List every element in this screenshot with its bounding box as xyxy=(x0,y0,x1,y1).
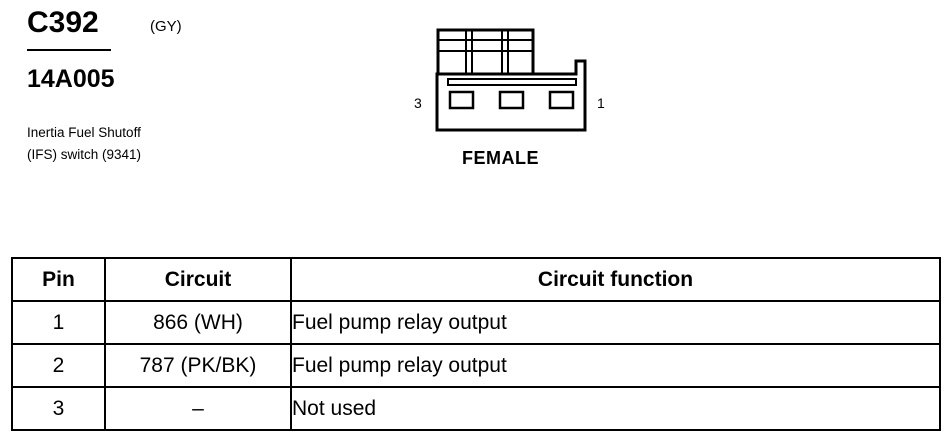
cavity-3 xyxy=(448,90,475,110)
cavity-1 xyxy=(548,90,575,110)
pin-cell: 2 xyxy=(11,343,106,388)
connector-inner-ledge xyxy=(447,78,577,86)
connector-id: C392 xyxy=(27,6,99,39)
function-cell: Fuel pump relay output xyxy=(290,300,941,345)
connector-face-drawing xyxy=(435,28,587,132)
function-cell: Fuel pump relay output xyxy=(290,343,941,388)
table-row: 2 787 (PK/BK) Fuel pump relay output xyxy=(11,343,941,388)
id-underline xyxy=(27,49,111,51)
pin-label-left: 3 xyxy=(414,95,422,111)
cavity-2 xyxy=(498,90,525,110)
circuit-cell: 787 (PK/BK) xyxy=(104,343,292,388)
table-row: 1 866 (WH) Fuel pump relay output xyxy=(11,300,941,345)
circuit-cell: 866 (WH) xyxy=(104,300,292,345)
column-header-circuit-function: Circuit function xyxy=(290,257,941,302)
column-header-pin: Pin xyxy=(11,257,106,302)
pin-cell: 1 xyxy=(11,300,106,345)
table-row: 3 – Not used xyxy=(11,386,941,431)
circuit-cell: – xyxy=(104,386,292,431)
color-code: (GY) xyxy=(150,18,182,35)
connector-gender-label: FEMALE xyxy=(462,148,539,168)
component-description-line1: Inertia Fuel Shutoff xyxy=(27,125,141,140)
column-header-circuit: Circuit xyxy=(104,257,292,302)
function-cell: Not used xyxy=(290,386,941,431)
component-description-line2: (IFS) switch (9341) xyxy=(27,147,142,162)
part-number: 14A005 xyxy=(27,65,115,93)
pin-cell: 3 xyxy=(11,386,106,431)
table-header-row: Pin Circuit Circuit function xyxy=(11,257,941,302)
connector-body xyxy=(435,59,587,132)
pin-label-right: 1 xyxy=(597,95,605,111)
pinout-table: Pin Circuit Circuit function 1 866 (WH) … xyxy=(11,257,941,431)
